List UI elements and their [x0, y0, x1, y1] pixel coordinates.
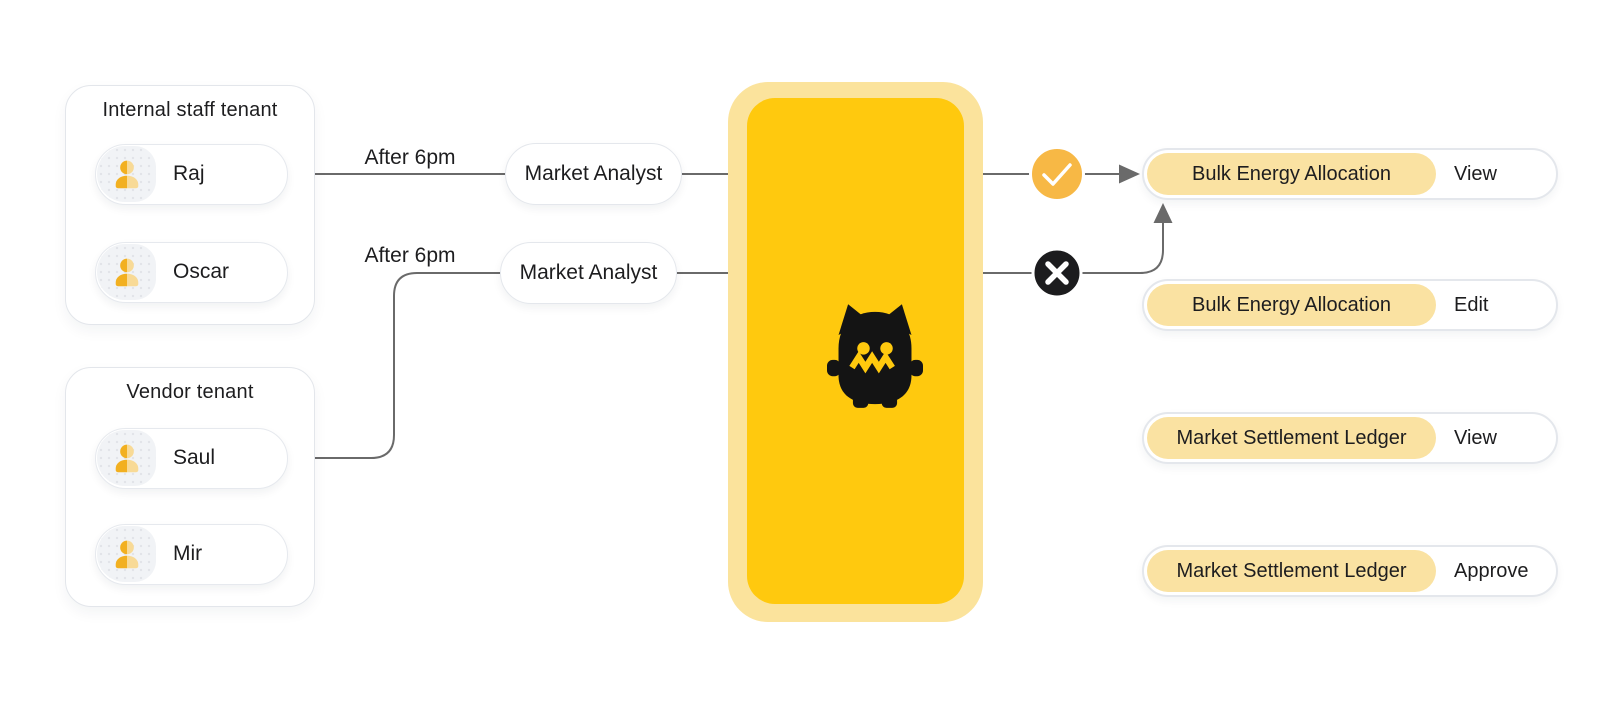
permission-resource-badge: Bulk Energy Allocation	[1147, 284, 1436, 326]
user-name: Oscar	[173, 260, 230, 283]
edge-saul-to-role	[288, 272, 500, 459]
user-name: Raj	[173, 162, 205, 185]
check-icon	[1029, 146, 1085, 202]
role-label: Market Analyst	[524, 162, 663, 185]
user-name: Saul	[173, 446, 216, 469]
permission-action-label: View	[1454, 162, 1497, 185]
user-pill-oscar: Oscar	[95, 242, 288, 303]
role-pill-market-analyst-1: Market Analyst	[505, 143, 682, 205]
permission-pill-bulk-energy-edit: Bulk Energy Allocation Edit	[1142, 279, 1558, 331]
policy-gateway	[728, 82, 983, 622]
permission-action-label: View	[1454, 426, 1497, 449]
user-avatar-icon	[97, 430, 156, 486]
condition-label: After 6pm	[364, 146, 456, 169]
user-avatar-icon	[97, 244, 156, 300]
permission-pill-settlement-ledger-approve: Market Settlement Ledger Approve	[1142, 545, 1558, 597]
permission-action-label: Edit	[1454, 293, 1489, 316]
permission-pill-settlement-ledger-view: Market Settlement Ledger View	[1142, 412, 1558, 464]
user-name: Mir	[173, 542, 203, 565]
arrowhead-right-icon	[1119, 164, 1140, 184]
edge-gateway-to-deny-redirect	[983, 223, 1164, 274]
policy-gateway-panel	[747, 98, 964, 604]
user-pill-raj: Raj	[95, 144, 288, 205]
permission-resource-badge: Bulk Energy Allocation	[1147, 153, 1436, 195]
role-label: Market Analyst	[519, 261, 658, 284]
condition-label: After 6pm	[364, 244, 456, 267]
arrowhead-up-icon	[1153, 203, 1173, 223]
role-pill-market-analyst-2: Market Analyst	[500, 242, 677, 304]
monster-mascot-icon	[827, 304, 923, 408]
tenant-title: Vendor tenant	[126, 381, 254, 403]
permission-pill-bulk-energy-view: Bulk Energy Allocation View	[1142, 148, 1558, 200]
user-pill-mir: Mir	[95, 524, 288, 585]
permission-resource-badge: Market Settlement Ledger	[1147, 550, 1436, 592]
user-avatar-icon	[97, 526, 156, 582]
x-icon	[1031, 247, 1083, 299]
user-pill-saul: Saul	[95, 428, 288, 489]
permission-resource-badge: Market Settlement Ledger	[1147, 417, 1436, 459]
user-avatar-icon	[97, 146, 156, 202]
permission-action-label: Approve	[1454, 559, 1529, 582]
tenant-title: Internal staff tenant	[102, 99, 278, 121]
